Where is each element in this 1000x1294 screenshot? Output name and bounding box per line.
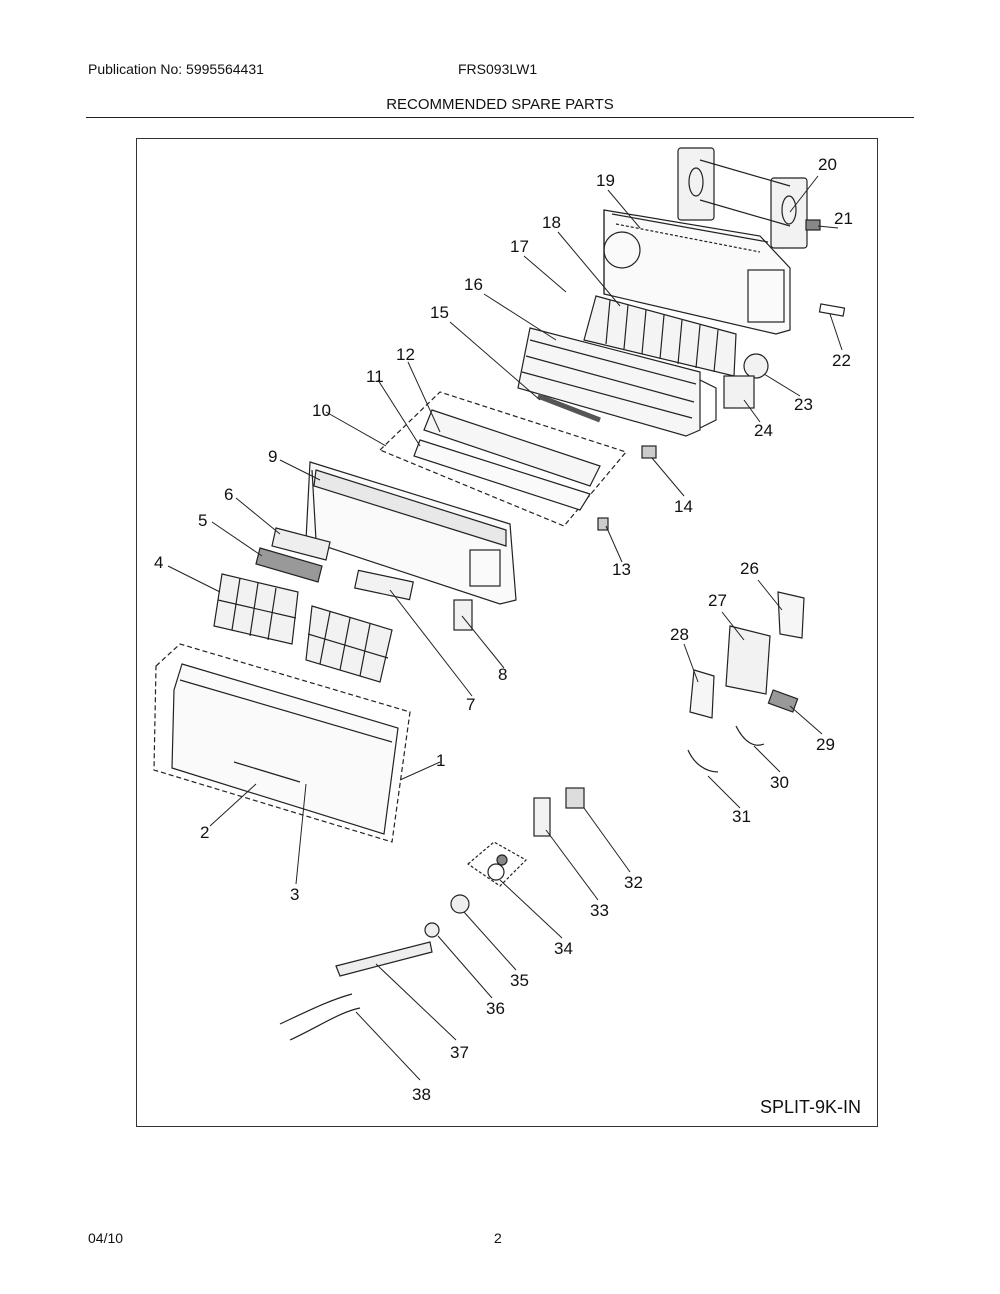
callout-19: 19: [596, 171, 615, 190]
callout-21: 21: [834, 209, 853, 228]
callout-8: 8: [498, 665, 507, 684]
page-title: RECOMMENDED SPARE PARTS: [386, 96, 614, 113]
callout-5: 5: [198, 511, 207, 530]
callout-17: 17: [510, 237, 529, 256]
callout-1: 1: [436, 751, 445, 770]
callout-36: 36: [486, 999, 505, 1018]
model-number: FRS093LW1: [458, 61, 538, 77]
leader-lines: [167, 175, 843, 1081]
callout-16: 16: [464, 275, 483, 294]
page-number: 2: [494, 1230, 502, 1246]
callout-12: 12: [396, 345, 415, 364]
callout-27: 27: [708, 591, 727, 610]
part-chassis: [603, 209, 791, 335]
header-rule: [86, 117, 914, 118]
callout-7: 7: [466, 695, 475, 714]
part-louver-box: [378, 391, 628, 527]
publication-number: Publication No: 5995564431: [88, 61, 264, 77]
part-small-filters: [255, 527, 331, 583]
part-evaporator: [517, 327, 717, 437]
diagram-frame: SPLIT-9K-IN: [136, 138, 878, 1127]
callout-6: 6: [224, 485, 233, 504]
part-bottom-accessories: [279, 787, 585, 1041]
callout-35: 35: [510, 971, 529, 990]
callout-30: 30: [770, 773, 789, 792]
callout-37: 37: [450, 1043, 469, 1062]
footer-date: 04/10: [88, 1230, 124, 1246]
callout-20: 20: [818, 155, 837, 174]
part-front-frame: [305, 461, 517, 605]
callout-24: 24: [754, 421, 773, 440]
callout-33: 33: [590, 901, 609, 920]
callout-10: 10: [312, 401, 331, 420]
callout-13: 13: [612, 560, 631, 579]
part-right-side-components: [597, 219, 846, 773]
callout-11: 11: [366, 367, 384, 386]
callout-labels: 1 2 3 4 5 6 7 8 9 10 11 12 13 14 15 16 1…: [154, 155, 853, 1104]
callout-34: 34: [554, 939, 573, 958]
callout-14: 14: [674, 497, 693, 516]
callout-2: 2: [200, 823, 209, 842]
callout-3: 3: [290, 885, 299, 904]
callout-28: 28: [670, 625, 689, 644]
part-front-panel: [153, 643, 411, 843]
callout-18: 18: [542, 213, 561, 232]
part-mounting-plate: [677, 147, 808, 249]
callout-15: 15: [430, 303, 449, 322]
callout-38: 38: [412, 1085, 431, 1104]
callout-26: 26: [740, 559, 759, 578]
callout-29: 29: [816, 735, 835, 754]
callout-32: 32: [624, 873, 643, 892]
callout-22: 22: [832, 351, 851, 370]
callout-23: 23: [794, 395, 813, 414]
part-air-filters: [213, 573, 393, 683]
callout-4: 4: [154, 553, 163, 572]
diagram-code: SPLIT-9K-IN: [759, 1097, 861, 1117]
callout-9: 9: [268, 447, 277, 466]
callout-31: 31: [732, 807, 751, 826]
